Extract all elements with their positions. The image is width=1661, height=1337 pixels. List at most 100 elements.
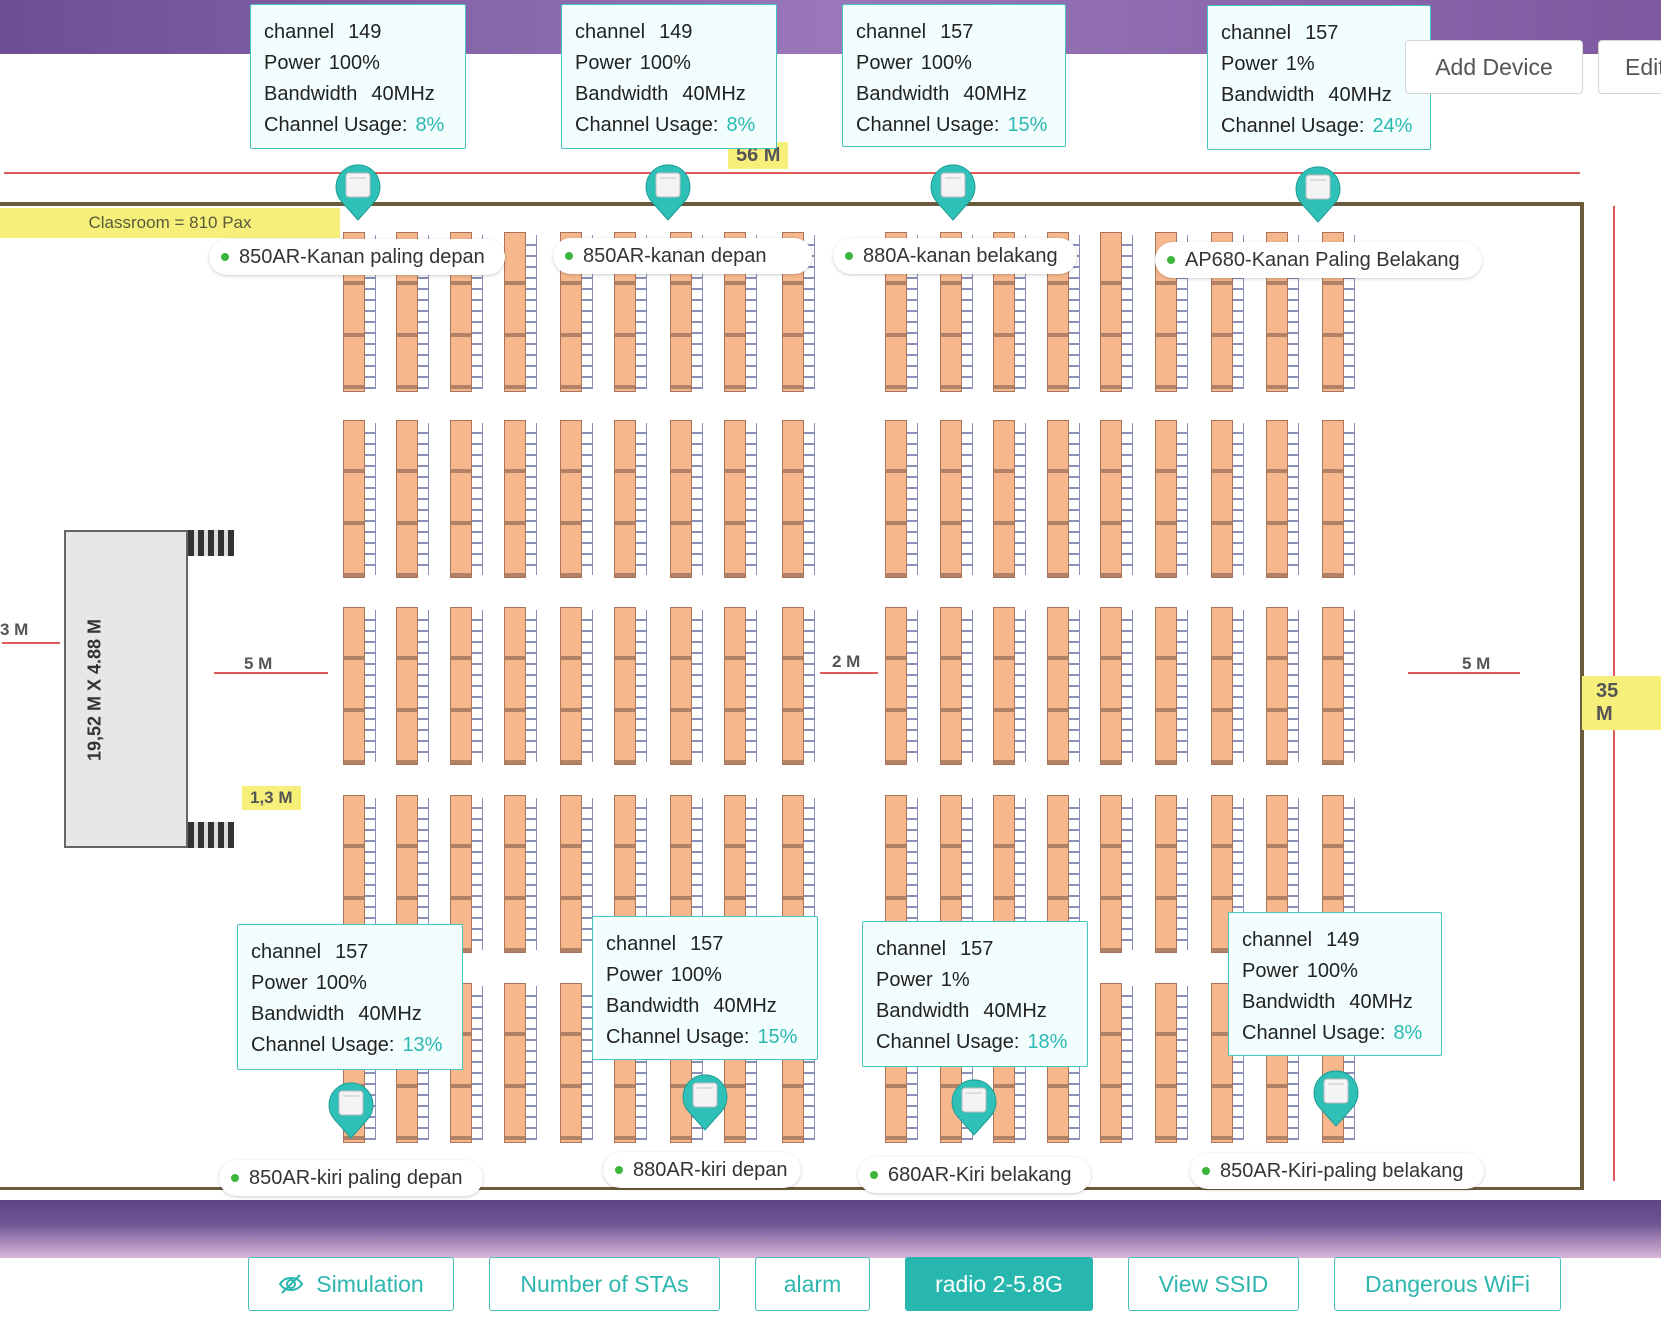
bandwidth-value: 40MHz bbox=[682, 83, 746, 105]
usage-row: Channel Usage:8% bbox=[1242, 1018, 1441, 1049]
usage-key: Channel Usage: bbox=[856, 114, 1000, 136]
power-key: Power bbox=[575, 52, 632, 74]
ap-name: 850AR-Kanan paling depan bbox=[239, 245, 485, 268]
channel-value: 157 bbox=[690, 933, 724, 955]
chair-column bbox=[504, 983, 537, 1143]
chair-column bbox=[940, 420, 973, 578]
chair-column bbox=[993, 420, 1026, 578]
access-point-icon[interactable] bbox=[927, 160, 979, 222]
access-point-icon[interactable] bbox=[332, 160, 384, 222]
online-status-dot bbox=[870, 1171, 878, 1179]
chair-column bbox=[343, 795, 376, 953]
power-key: Power bbox=[251, 972, 308, 994]
number-of-stas-button[interactable]: Number of STAs bbox=[489, 1257, 720, 1311]
ap-name: 680AR-Kiri belakang bbox=[888, 1163, 1072, 1186]
aisle-gap: 2 M bbox=[832, 652, 861, 671]
access-point-icon[interactable] bbox=[1292, 162, 1344, 224]
chair-column bbox=[560, 795, 593, 953]
ap-name-label[interactable]: 850AR-Kanan paling depan bbox=[209, 239, 505, 275]
stage bbox=[64, 530, 188, 848]
simulation-label: Simulation bbox=[316, 1270, 424, 1297]
access-point-icon[interactable] bbox=[948, 1075, 1000, 1137]
usage-row: Channel Usage:15% bbox=[606, 1022, 817, 1053]
edit-button[interactable]: Edit bbox=[1598, 40, 1661, 94]
bandwidth-value: 40MHz bbox=[983, 1000, 1047, 1022]
radio-band-button[interactable]: radio 2-5.8G bbox=[905, 1257, 1093, 1311]
bandwidth-key: Bandwidth bbox=[251, 1003, 345, 1025]
usage-row: Channel Usage:15% bbox=[856, 110, 1065, 141]
channel-value: 149 bbox=[1326, 929, 1360, 951]
ap-name-label[interactable]: 850AR-kanan depan bbox=[553, 238, 812, 274]
ap-name-label[interactable]: AP680-Kanan Paling Belakang bbox=[1155, 242, 1482, 278]
channel-key: channel bbox=[1242, 929, 1313, 951]
power-key: Power bbox=[264, 52, 321, 74]
access-point-icon[interactable] bbox=[1310, 1066, 1362, 1128]
alarm-button[interactable]: alarm bbox=[755, 1257, 870, 1311]
chair-column bbox=[614, 420, 647, 578]
power-value: 1% bbox=[1285, 53, 1315, 75]
channel-key: channel bbox=[1221, 22, 1292, 44]
power-value: 1% bbox=[940, 969, 970, 991]
power-value: 100% bbox=[315, 972, 367, 994]
simulation-button[interactable]: Simulation bbox=[248, 1257, 454, 1311]
access-point-icon[interactable] bbox=[679, 1070, 731, 1132]
online-status-dot bbox=[231, 1174, 239, 1182]
ap-name-label[interactable]: 850AR-kiri paling depan bbox=[219, 1160, 483, 1196]
chair-column bbox=[396, 795, 429, 953]
view-ssid-button[interactable]: View SSID bbox=[1128, 1257, 1299, 1311]
channel-key: channel bbox=[606, 933, 677, 955]
bandwidth-key: Bandwidth bbox=[606, 995, 700, 1017]
chair-column bbox=[1155, 607, 1188, 765]
bandwidth-key: Bandwidth bbox=[876, 1000, 970, 1022]
chair-column bbox=[1266, 420, 1299, 578]
online-status-dot bbox=[221, 253, 229, 261]
chair-column bbox=[1100, 232, 1133, 392]
ap-name: AP680-Kanan Paling Belakang bbox=[1185, 248, 1460, 271]
chair-column bbox=[343, 420, 376, 578]
bandwidth-value: 40MHz bbox=[1328, 84, 1392, 106]
bandwidth-key: Bandwidth bbox=[1221, 84, 1315, 106]
ap-name-label[interactable]: 880AR-kiri depan bbox=[603, 1152, 801, 1188]
power-key: Power bbox=[856, 52, 913, 74]
chair-column bbox=[993, 795, 1026, 953]
usage-value: 18% bbox=[1027, 1031, 1068, 1053]
chair-column bbox=[450, 420, 483, 578]
usage-value: 8% bbox=[1393, 1022, 1423, 1044]
access-point-icon[interactable] bbox=[642, 160, 694, 222]
online-status-dot bbox=[845, 252, 853, 260]
dangerous-wifi-button[interactable]: Dangerous WiFi bbox=[1334, 1257, 1561, 1311]
add-device-button[interactable]: Add Device bbox=[1405, 40, 1583, 94]
ap-name-label[interactable]: 880A-kanan belakang bbox=[833, 238, 1077, 274]
stage-stairs-bottom bbox=[188, 822, 234, 848]
chair-column bbox=[782, 420, 815, 578]
chair-column bbox=[1047, 607, 1080, 765]
chair-column bbox=[1211, 420, 1244, 578]
channel-value: 157 bbox=[940, 21, 974, 43]
chair-column bbox=[670, 795, 703, 953]
channel-key: channel bbox=[876, 938, 947, 960]
chair-column bbox=[1047, 420, 1080, 578]
ap-name-label[interactable]: 680AR-Kiri belakang bbox=[858, 1157, 1091, 1193]
online-status-dot bbox=[1202, 1167, 1210, 1175]
ap-name: 880A-kanan belakang bbox=[863, 244, 1058, 267]
bandwidth-key: Bandwidth bbox=[575, 83, 669, 105]
chair-column bbox=[614, 607, 647, 765]
aisle-gap-line bbox=[820, 672, 878, 674]
access-point-icon[interactable] bbox=[325, 1078, 377, 1140]
chair-column bbox=[1155, 983, 1188, 1143]
ap-name-label[interactable]: 850AR-Kiri-paling belakang bbox=[1190, 1153, 1484, 1189]
step-gap: 1,3 M bbox=[242, 786, 301, 810]
chair-column bbox=[1100, 795, 1133, 953]
online-status-dot bbox=[615, 1166, 623, 1174]
chair-column bbox=[504, 232, 537, 392]
